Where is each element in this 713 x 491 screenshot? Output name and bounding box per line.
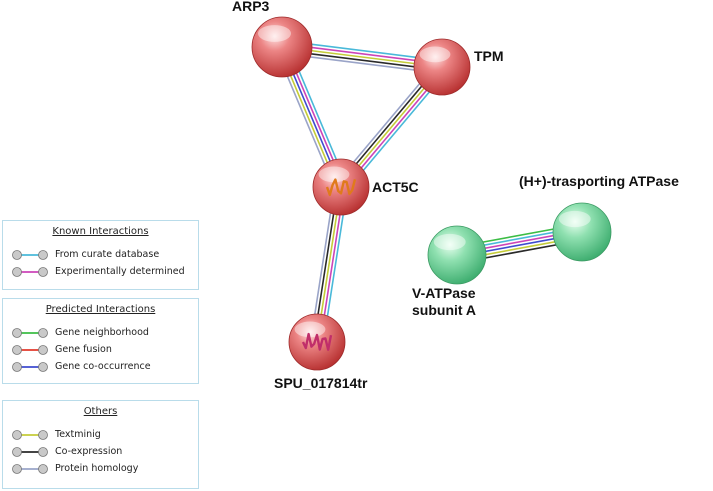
node-arp3-highlight	[258, 25, 291, 42]
node-arp3-bubble[interactable]	[251, 16, 313, 78]
legend-item-cooccurrence: Gene co-occurrence	[3, 358, 198, 375]
node-act5c-highlight	[318, 166, 350, 183]
coexpression-edge-icon	[12, 446, 48, 457]
legend-others: Others Textminig Co-expression Protein h…	[2, 400, 199, 489]
legend-node-dot	[12, 361, 22, 372]
legend-node-dot	[38, 463, 48, 474]
legend-label-cooccurrence: Gene co-occurrence	[55, 361, 151, 372]
node-vatpase[interactable]	[427, 225, 487, 285]
legend-label-coexpression: Co-expression	[55, 446, 123, 457]
legend-node-dot	[38, 446, 48, 457]
legend-item-homology: Protein homology	[3, 460, 198, 477]
node-hatpase-bubble[interactable]	[552, 202, 612, 262]
node-vatpase-bubble[interactable]	[427, 225, 487, 285]
legend-node-dot	[12, 446, 22, 457]
legend-item-curated: From curate database	[3, 246, 198, 263]
legend-known-title: Known Interactions	[52, 226, 149, 237]
node-act5c-structure-icon	[325, 178, 357, 197]
curated-edge-icon	[12, 249, 48, 260]
experimental-edge-icon	[12, 266, 48, 277]
legend-predicted-title: Predicted Interactions	[45, 304, 156, 315]
legend-label-experimental: Experimentally determined	[55, 266, 185, 277]
legend-label-fusion: Gene fusion	[55, 344, 112, 355]
legend-node-dot	[38, 429, 48, 440]
legend-node-dot	[38, 266, 48, 277]
node-spu-highlight	[294, 321, 326, 338]
node-tpm-highlight	[419, 46, 451, 63]
node-vatpase-highlight	[433, 233, 466, 251]
legend-label-curated: From curate database	[55, 249, 160, 260]
textmining-edge-icon	[12, 429, 48, 440]
legend-item-fusion: Gene fusion	[3, 341, 198, 358]
node-spu-structure-icon	[301, 332, 333, 351]
legend-item-neighborhood: Gene neighborhood	[3, 324, 198, 341]
node-act5c[interactable]	[312, 158, 370, 216]
legend-node-dot	[38, 361, 48, 372]
cooccurrence-edge-icon	[12, 361, 48, 372]
legend-known-interactions: Known Interactions From curate database …	[2, 220, 199, 290]
legend-label-textmining: Textminig	[55, 429, 101, 440]
node-label-act5c: ACT5C	[372, 179, 419, 195]
node-hatpase[interactable]	[552, 202, 612, 262]
node-arp3[interactable]	[251, 16, 313, 78]
legend-node-dot	[12, 327, 22, 338]
legend-others-title: Others	[83, 406, 118, 417]
legend-node-dot	[38, 249, 48, 260]
legend-node-dot	[12, 429, 22, 440]
node-layer	[251, 16, 612, 371]
legend-item-coexpression: Co-expression	[3, 443, 198, 460]
homology-edge-icon	[12, 463, 48, 474]
node-label-hatpase: (H+)-trasporting ATPase	[519, 173, 679, 189]
neighborhood-edge-icon	[12, 327, 48, 338]
node-label-vatpase: V-ATPase subunit A	[412, 285, 477, 318]
node-spu-bubble[interactable]	[288, 313, 346, 371]
node-act5c-bubble[interactable]	[312, 158, 370, 216]
legend-node-dot	[12, 344, 22, 355]
legend-node-dot	[12, 249, 22, 260]
node-label-arp3: ARP3	[232, 0, 270, 14]
node-label-spu: SPU_017814tr	[274, 375, 368, 391]
legend-node-dot	[38, 327, 48, 338]
legend-predicted-interactions: Predicted Interactions Gene neighborhood…	[2, 298, 199, 384]
legend-label-neighborhood: Gene neighborhood	[55, 327, 149, 338]
node-spu[interactable]	[288, 313, 346, 371]
legend-item-experimental: Experimentally determined	[3, 263, 198, 280]
fusion-edge-icon	[12, 344, 48, 355]
legend-node-dot	[12, 463, 22, 474]
node-label-tpm: TPM	[474, 48, 504, 64]
legend-node-dot	[38, 344, 48, 355]
legend-label-homology: Protein homology	[55, 463, 139, 474]
node-hatpase-highlight	[558, 210, 591, 228]
legend-node-dot	[12, 266, 22, 277]
node-tpm[interactable]	[413, 38, 471, 96]
node-tpm-bubble[interactable]	[413, 38, 471, 96]
legend-item-textmining: Textminig	[3, 426, 198, 443]
